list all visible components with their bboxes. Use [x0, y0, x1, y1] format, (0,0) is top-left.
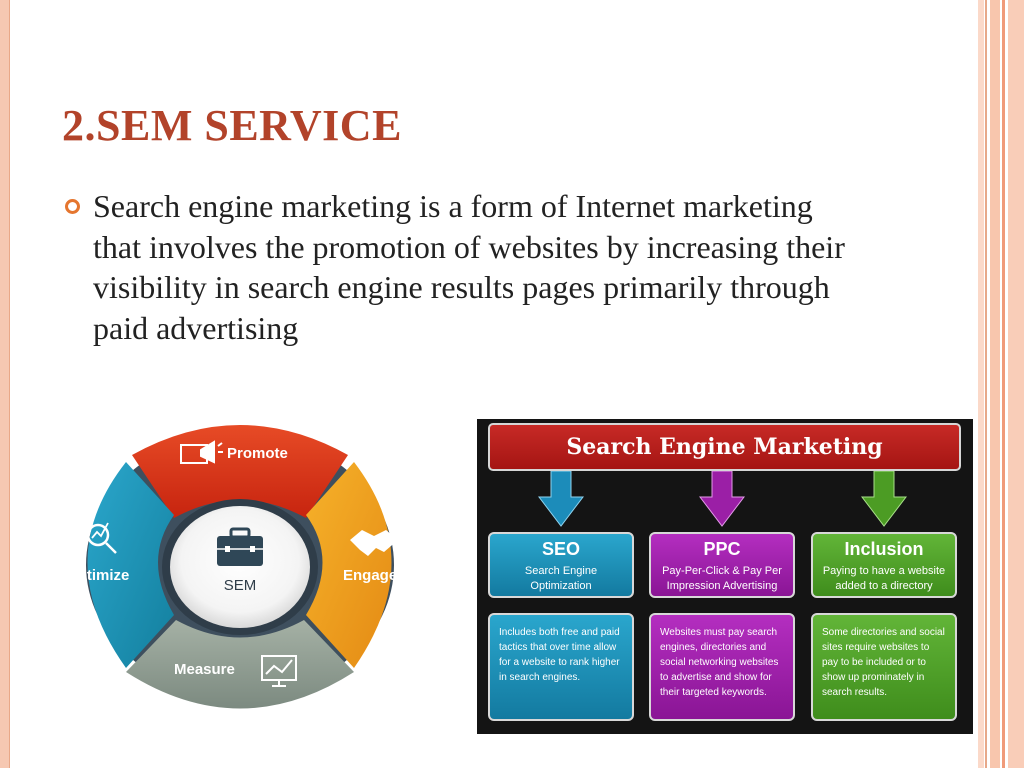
right-stripes-decoration [978, 0, 1024, 768]
slide-title: 2.SEM SERVICE [62, 101, 402, 150]
segment-optimize-label: Optimize [66, 567, 129, 584]
segment-promote-label: Promote [227, 445, 288, 462]
segment-promote [132, 425, 348, 518]
ppc-description: Websites must pay search engines, direct… [649, 613, 795, 721]
segment-optimize [87, 462, 174, 668]
segment-measure-label: Measure [174, 661, 235, 678]
left-border-decoration [0, 0, 10, 768]
briefcase-icon [217, 527, 263, 566]
chart-monitor-icon [261, 655, 297, 687]
seo-header: SEO Search Engine Optimization [488, 532, 634, 598]
sem-diagram-panel: Search Engine Marketing SEO Search Engin… [477, 419, 973, 734]
sem-wheel: SEM Promote Engage Measure Optimize [66, 425, 398, 709]
ppc-title: PPC [703, 539, 741, 559]
seo-subtitle: Search Engine Optimization [524, 565, 598, 592]
segment-engage [306, 462, 392, 668]
inclusion-description: Some directories and social sites requir… [811, 613, 957, 721]
segment-measure [126, 620, 354, 709]
inclusion-subtitle: Paying to have a website added to a dire… [822, 565, 946, 592]
handshake-icon [350, 530, 398, 556]
arrow-down-icon [698, 471, 746, 527]
inclusion-header: Inclusion Paying to have a website added… [811, 532, 957, 598]
diagram-arrows [537, 471, 908, 527]
magnifier-icon [86, 522, 117, 554]
arrow-down-icon [537, 471, 585, 527]
bullet-marker-icon [65, 199, 80, 214]
bullet-text: Search engine marketing is a form of Int… [93, 188, 845, 346]
ppc-subtitle: Pay-Per-Click & Pay Per Impression Adver… [662, 565, 782, 592]
segment-engage-label: Engage [343, 567, 397, 584]
seo-description: Includes both free and paid tactics that… [488, 613, 634, 721]
megaphone-icon [180, 440, 223, 464]
arrow-down-icon [860, 471, 908, 527]
diagram-title: Search Engine Marketing [488, 423, 961, 471]
inclusion-title: Inclusion [844, 539, 924, 559]
seo-title: SEO [541, 539, 580, 559]
ppc-header: PPC Pay-Per-Click & Pay Per Impression A… [649, 532, 795, 598]
wheel-center-label: SEM [224, 577, 257, 594]
wheel-center [170, 506, 310, 628]
